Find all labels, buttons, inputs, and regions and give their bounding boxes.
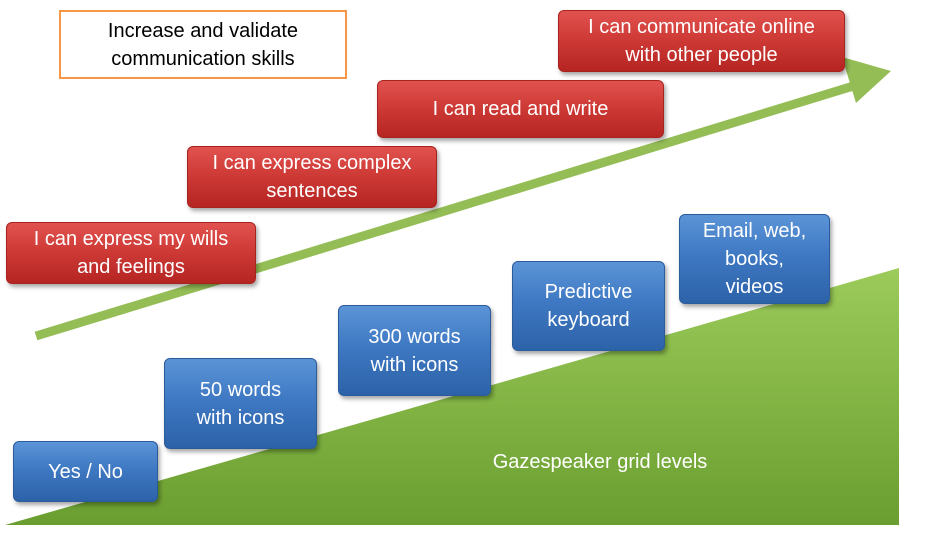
level-box-300-words: 300 words with icons [338, 305, 491, 396]
progress-arrow-head [842, 57, 891, 103]
skill-box-communicate-online: I can communicate online with other peop… [558, 10, 845, 72]
skill-box-read-write: I can read and write [377, 80, 664, 138]
grid-levels-caption: Gazespeaker grid levels [492, 451, 708, 473]
level-box-50-words: 50 words with icons [164, 358, 317, 449]
grid-levels-wedge [5, 268, 899, 525]
level-box-yes-no: Yes / No [13, 441, 158, 502]
level-box-email-web: Email, web, books, videos [679, 214, 830, 304]
goal-box: Increase and validate communication skil… [59, 10, 347, 79]
skill-box-complex-sentences: I can express complex sentences [187, 146, 437, 208]
level-box-predictive-keyboard: Predictive keyboard [512, 261, 665, 351]
skill-box-wills-feelings: I can express my wills and feelings [6, 222, 256, 284]
progress-arrow-shaft [34, 79, 862, 341]
